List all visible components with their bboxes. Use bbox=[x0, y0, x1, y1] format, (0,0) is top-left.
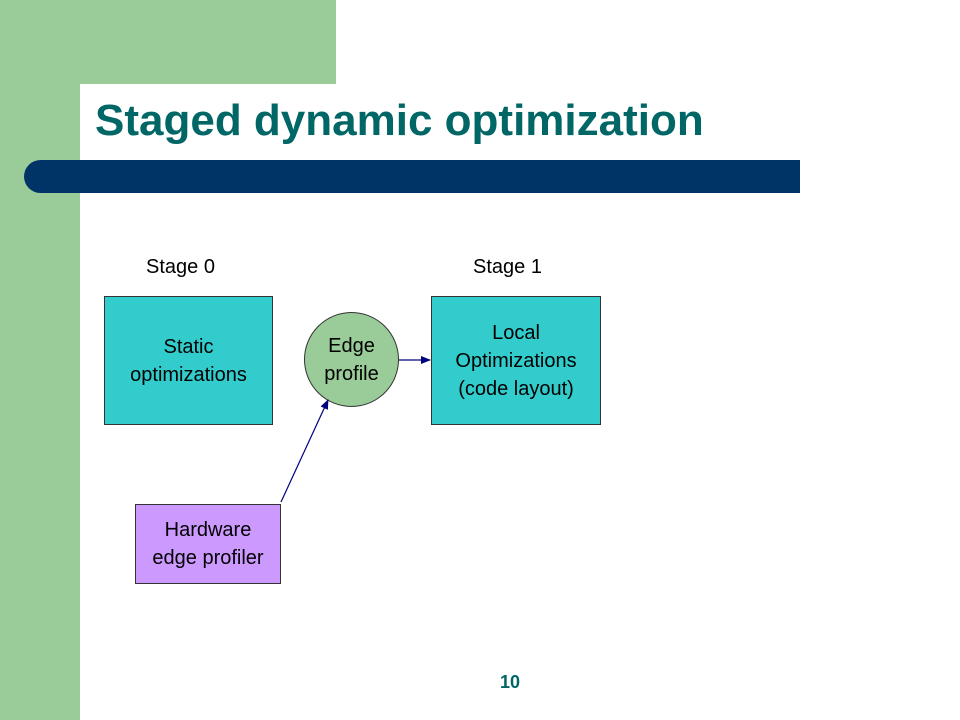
edge-profile-text: Edge profile bbox=[324, 334, 379, 385]
stage-0-label: Stage 0 bbox=[146, 256, 215, 278]
local-optimizations-box: Local Optimizations (code layout) bbox=[431, 296, 601, 425]
static-optimizations-box: Static optimizations bbox=[104, 296, 273, 425]
header-band bbox=[0, 0, 336, 84]
static-optimizations-text: Static optimizations bbox=[130, 335, 247, 386]
stage-1-label: Stage 1 bbox=[473, 256, 542, 278]
sidebar-band bbox=[0, 0, 80, 720]
page-number: 10 bbox=[499, 672, 521, 692]
edge-profile-node: Edge profile bbox=[304, 312, 399, 407]
title-underline-bar bbox=[24, 160, 800, 193]
hardware-edge-profiler-text: Hardware edge profiler bbox=[152, 519, 264, 569]
local-optimizations-text: Local Optimizations (code layout) bbox=[455, 321, 577, 400]
slide-title: Staged dynamic optimization bbox=[95, 96, 704, 145]
hardware-edge-profiler-box: Hardware edge profiler bbox=[135, 504, 281, 584]
arrow-hardware-to-edge-profile bbox=[280, 399, 329, 503]
